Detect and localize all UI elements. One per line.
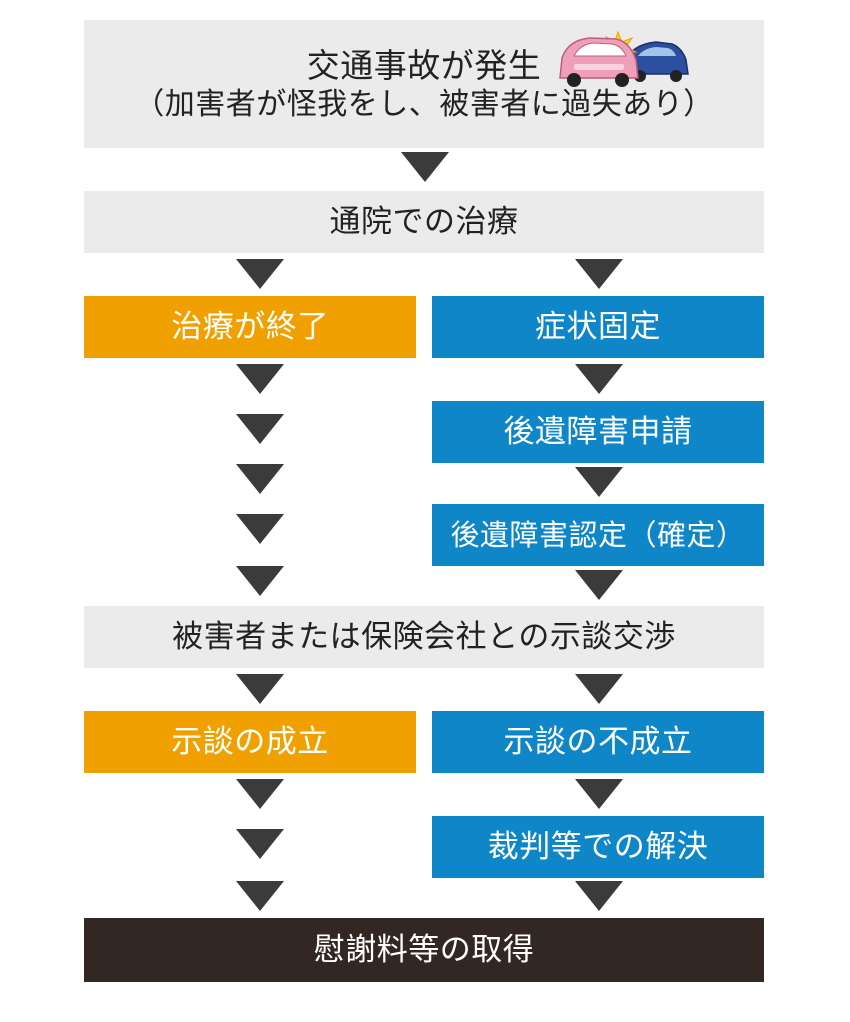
court-box: 裁判等での解決 [432, 816, 764, 878]
arrow-left-5 [236, 514, 284, 544]
arrow-right-4 [575, 570, 623, 600]
disability-certification-label: 後遺障害認定（確定） [450, 517, 745, 553]
treatment-end-box: 治療が終了 [84, 296, 416, 358]
arrow-left-10 [236, 881, 284, 911]
settlement-failure-label: 示談の不成立 [504, 723, 693, 762]
symptom-fixed-label: 症状固定 [535, 308, 661, 347]
settlement-success-box: 示談の成立 [84, 711, 416, 773]
accident-subtitle: （加害者が怪我をし、被害者に過失あり） [134, 86, 714, 124]
arrow-right-5 [575, 674, 623, 704]
treatment-end-label: 治療が終了 [171, 308, 329, 347]
arrow-right-3 [575, 467, 623, 497]
arrow-left-3 [236, 414, 284, 444]
settlement-success-label: 示談の成立 [171, 723, 329, 762]
symptom-fixed-box: 症状固定 [432, 296, 764, 358]
arrow-left-8 [236, 779, 284, 809]
disability-application-label: 後遺障害申請 [504, 413, 693, 452]
settlement-failure-box: 示談の不成立 [432, 711, 764, 773]
arrow-left-1 [236, 259, 284, 289]
arrow-right-6 [575, 779, 623, 809]
court-label: 裁判等での解決 [488, 828, 709, 867]
disability-certification-box: 後遺障害認定（確定） [432, 504, 764, 566]
outpatient-label: 通院での治療 [330, 203, 519, 242]
compensation-label: 慰謝料等の取得 [314, 931, 535, 970]
arrow-right-7 [575, 881, 623, 911]
arrow-left-9 [236, 829, 284, 859]
arrow-left-7 [236, 674, 284, 704]
car-crash-icon [556, 30, 692, 88]
arrow-left-2 [236, 364, 284, 394]
disability-application-box: 後遺障害申請 [432, 401, 764, 463]
arrow-center-1 [401, 152, 449, 182]
arrow-right-2 [575, 364, 623, 394]
outpatient-box: 通院での治療 [84, 191, 764, 253]
arrow-left-6 [236, 566, 284, 596]
compensation-box: 慰謝料等の取得 [84, 918, 764, 982]
accident-title: 交通事故が発生 [307, 45, 542, 86]
negotiation-label: 被害者または保険会社との示談交渉 [172, 618, 676, 657]
arrow-right-1 [575, 259, 623, 289]
arrow-left-4 [236, 464, 284, 494]
negotiation-box: 被害者または保険会社との示談交渉 [84, 606, 764, 668]
